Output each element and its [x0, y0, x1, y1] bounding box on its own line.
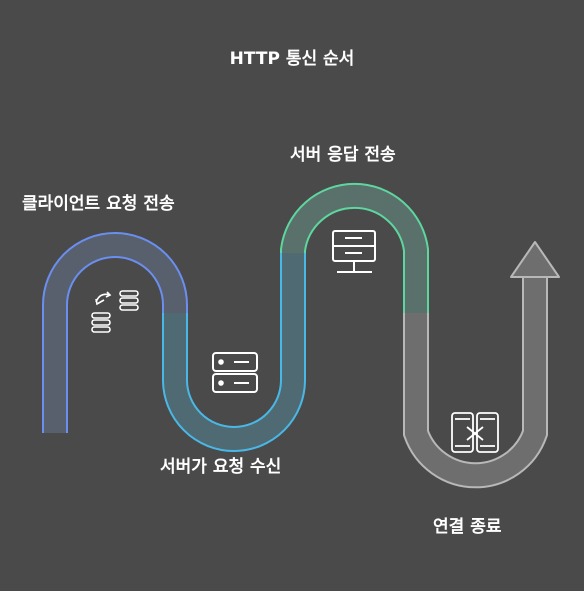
step-label-server-receive: 서버가 요청 수신 — [160, 457, 282, 477]
database-sync-icon — [91, 290, 139, 333]
server-monitor-icon — [332, 230, 376, 273]
segment-connection-close — [403, 241, 560, 489]
disconnected-phones-icon — [451, 412, 499, 453]
segment-client-request — [42, 232, 188, 433]
segment-server-response — [280, 182, 429, 313]
server-icon — [212, 352, 258, 393]
step-label-connection-close: 연결 종료 — [433, 517, 502, 537]
step-label-server-response: 서버 응답 전송 — [290, 145, 396, 165]
diagram-title: HTTP 통신 순서 — [229, 49, 355, 69]
segment-server-receive — [162, 253, 306, 452]
arrow-head-icon — [510, 241, 560, 278]
step-label-client-request: 클라이언트 요청 전송 — [22, 194, 175, 214]
